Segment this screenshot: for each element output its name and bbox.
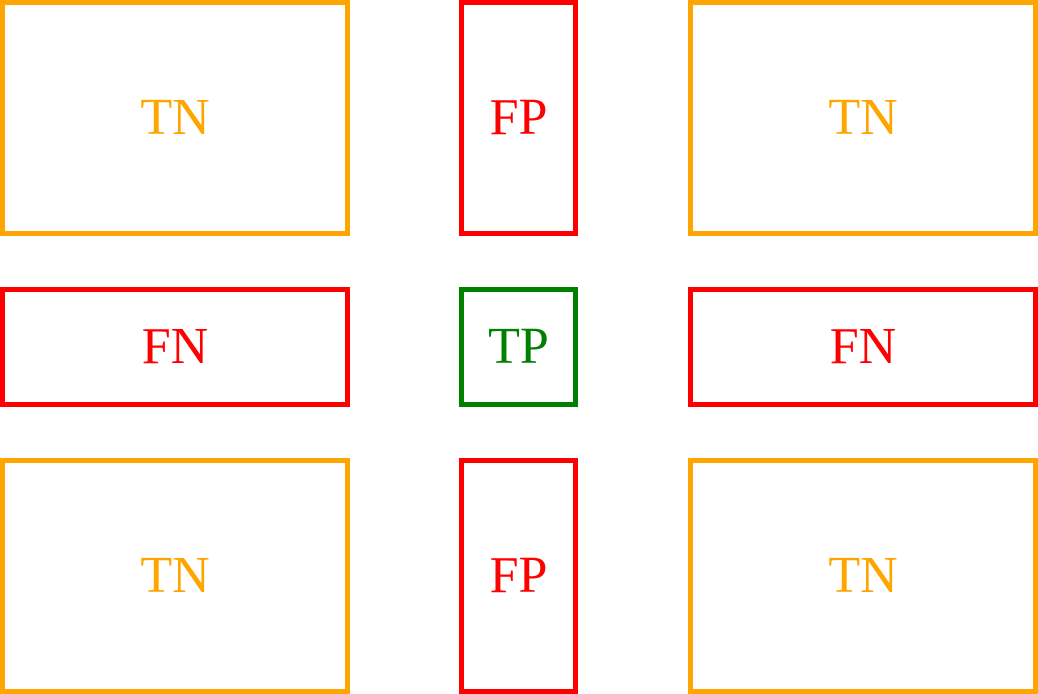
- bottom-left-region-label: TN: [140, 547, 210, 604]
- top-left-region: TN: [0, 0, 350, 236]
- middle-right-region-label: FN: [829, 318, 897, 375]
- top-center-region: FP: [459, 0, 578, 236]
- bottom-center-region: FP: [459, 458, 578, 694]
- middle-left-region-label: FN: [141, 318, 209, 375]
- top-center-region-label: FP: [489, 89, 548, 146]
- middle-center-region-label: TP: [488, 318, 549, 375]
- middle-center-region: TP: [459, 287, 578, 407]
- middle-left-region: FN: [0, 287, 350, 407]
- top-left-region-label: TN: [140, 89, 210, 146]
- bottom-center-region-label: FP: [489, 547, 548, 604]
- bottom-right-region: TN: [688, 458, 1038, 694]
- bottom-right-region-label: TN: [828, 547, 898, 604]
- middle-right-region: FN: [688, 287, 1038, 407]
- top-right-region-label: TN: [828, 89, 898, 146]
- bottom-left-region: TN: [0, 458, 350, 694]
- top-right-region: TN: [688, 0, 1038, 236]
